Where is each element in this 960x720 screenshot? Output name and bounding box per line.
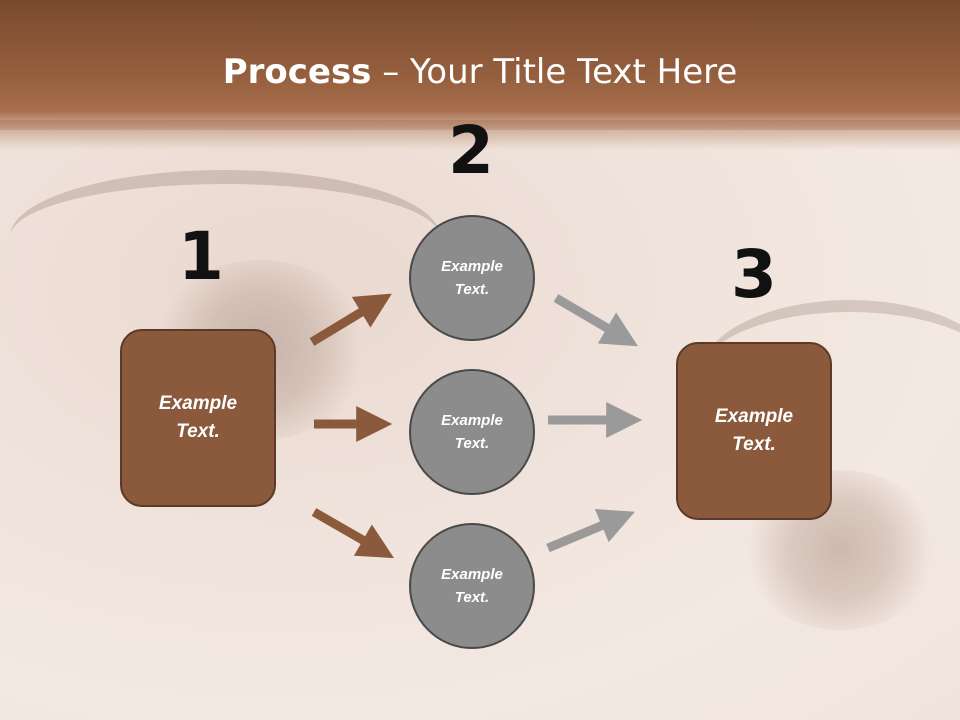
title-bar (0, 0, 960, 130)
slide-title[interactable]: Process – Your Title Text Here (0, 52, 960, 92)
title-rest: – Your Title Text Here (371, 52, 738, 92)
step-3-box[interactable]: Example Text. (676, 342, 832, 520)
step-1-box-text: Example Text. (158, 392, 238, 443)
arrow-2-bottom-to-3 (546, 509, 635, 553)
step-2-circle-top-text: Example Text. (441, 257, 503, 298)
step-2-circle-middle-text: Example Text. (441, 411, 503, 452)
step-1-box[interactable]: Example Text. (120, 329, 276, 507)
title-bar-fade (0, 120, 960, 150)
step-2-number: 2 (448, 112, 494, 189)
step-2-circle-middle[interactable]: Example Text. (409, 369, 535, 495)
arrow-1-to-2-bottom (311, 508, 395, 559)
step-2-circle-bottom[interactable]: Example Text. (409, 523, 535, 649)
step-2-circle-top[interactable]: Example Text. (409, 215, 535, 341)
step-3-box-text: Example Text. (714, 405, 794, 456)
title-bold: Process (222, 52, 372, 92)
arrow-1-to-2-top (309, 293, 392, 346)
step-2-circle-bottom-text: Example Text. (441, 565, 503, 606)
step-3-number: 3 (731, 236, 777, 313)
step-1-number: 1 (178, 218, 224, 295)
arrow-2-top-to-3 (553, 294, 638, 347)
